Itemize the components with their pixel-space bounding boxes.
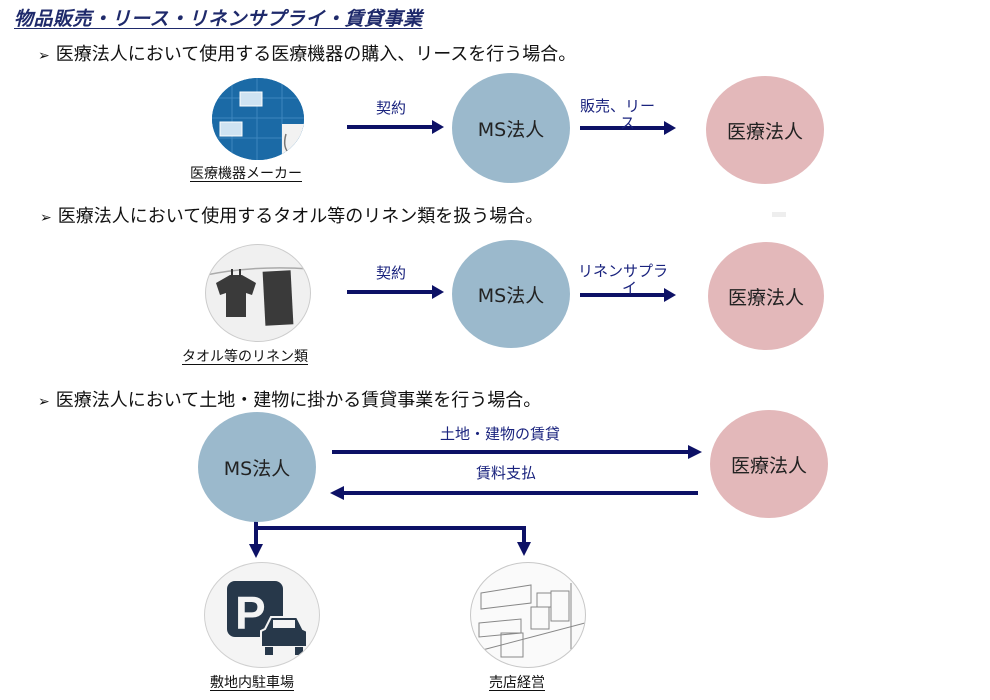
contract-label-2: 契約 bbox=[376, 264, 407, 282]
branch-parking-arrow-head bbox=[249, 544, 263, 558]
linen-caption: タオル等のリネン類 bbox=[182, 349, 308, 365]
section-2-heading-text: 医療法人において使用するタオル等のリネン類を扱う場合。 bbox=[57, 206, 544, 227]
sales-lease-label-line1: 販売、リー bbox=[580, 97, 656, 115]
section-2-heading: ➢ 医療法人において使用するタオル等のリネン類を扱う場合。 bbox=[40, 202, 543, 228]
shop-icon bbox=[470, 562, 586, 668]
medical-equipment-maker-caption: 医療機器メーカー bbox=[190, 166, 302, 182]
medical-corporation-node-2: 医療法人 bbox=[708, 242, 824, 350]
ms-corporation-node-3: MS法人 bbox=[198, 412, 316, 522]
shop-caption: 売店経営 bbox=[489, 675, 545, 691]
laundry-icon bbox=[205, 244, 311, 342]
sales-lease-arrow-head bbox=[664, 121, 676, 135]
arrow-bullet-icon: ➢ bbox=[38, 394, 50, 410]
branch-connector bbox=[254, 520, 526, 544]
parking-icon: P bbox=[204, 562, 320, 668]
medical-equipment-icon bbox=[212, 78, 304, 160]
ms-corporation-node-2: MS法人 bbox=[452, 240, 570, 348]
parking-caption: 敷地内駐車場 bbox=[210, 675, 294, 691]
branch-shop-arrow-head bbox=[517, 542, 531, 556]
section-3-heading-text: 医療法人において土地・建物に掛かる賃貸事業を行う場合。 bbox=[55, 390, 542, 411]
linen-supply-arrow-head bbox=[664, 288, 676, 302]
page-title: 物品販売・リース・リネンサプライ・賃貸事業 bbox=[14, 8, 423, 30]
arrow-bullet-icon: ➢ bbox=[38, 48, 50, 64]
ms-corporation-node-1: MS法人 bbox=[452, 73, 570, 183]
rent-payment-label: 賃料支払 bbox=[476, 464, 537, 482]
arrow-bullet-icon: ➢ bbox=[40, 210, 52, 226]
land-building-lease-label: 土地・建物の賃貸 bbox=[440, 425, 561, 443]
medical-corporation-node-1: 医療法人 bbox=[706, 76, 824, 184]
section-1-heading-text: 医療法人において使用する医療機器の購入、リースを行う場合。 bbox=[55, 44, 577, 65]
sales-lease-label-line2: ス bbox=[620, 114, 636, 132]
linen-supply-label: リネンサプラ イ bbox=[578, 260, 668, 298]
contract-label-1: 契約 bbox=[376, 99, 407, 117]
sales-lease-label: 販売、リー ス bbox=[580, 95, 655, 133]
lease-forward-arrow-head bbox=[688, 445, 702, 459]
section-1-heading: ➢ 医療法人において使用する医療機器の購入、リースを行う場合。 bbox=[38, 40, 576, 66]
rent-payment-arrow-head bbox=[330, 486, 344, 500]
section-3-heading: ➢ 医療法人において土地・建物に掛かる賃貸事業を行う場合。 bbox=[38, 386, 541, 412]
linen-supply-label-line1: リネンサプラ bbox=[578, 262, 669, 280]
decorative-mark bbox=[772, 212, 786, 217]
contract-arrow-1-head bbox=[432, 120, 444, 134]
linen-supply-label-line2: イ bbox=[622, 279, 638, 297]
medical-corporation-node-3: 医療法人 bbox=[710, 410, 828, 518]
contract-arrow-2-head bbox=[432, 285, 444, 299]
